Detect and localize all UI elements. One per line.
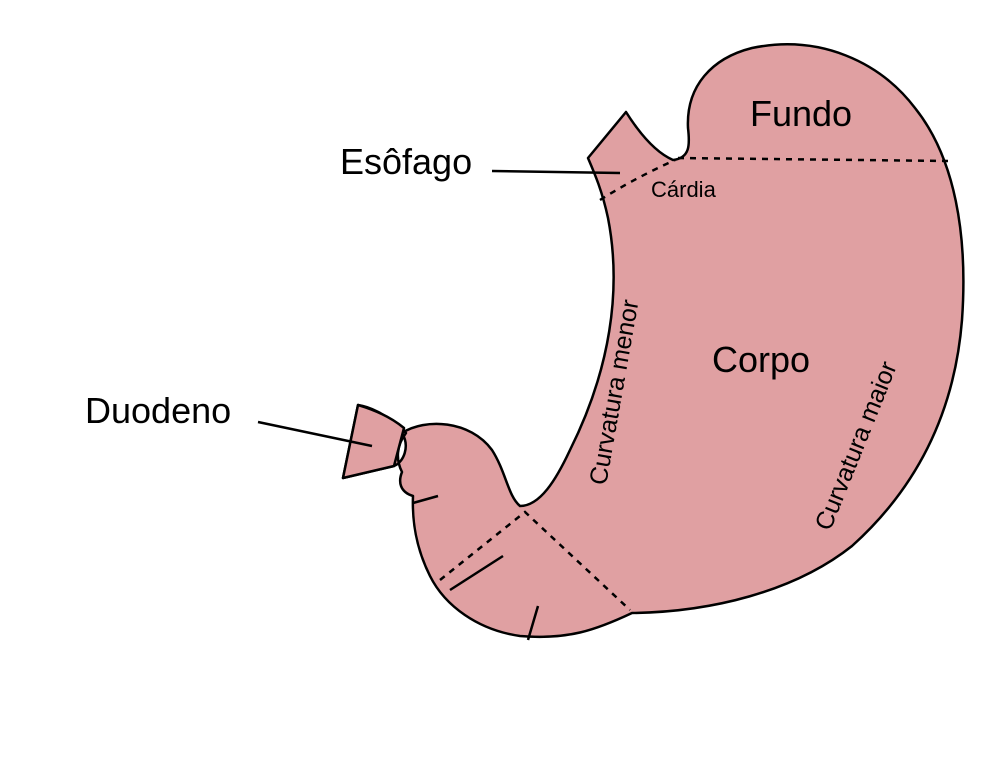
duodenum-leader-line xyxy=(257,420,373,448)
fundus-boundary-line xyxy=(677,156,951,163)
pyloric-fold-tick xyxy=(449,554,504,592)
pyloric-fold-tick xyxy=(412,494,439,505)
label-cardia: Cárdia xyxy=(651,177,717,202)
stomach-outline xyxy=(341,43,965,639)
label-esophagus: Esôfago xyxy=(340,141,472,182)
label-body: Corpo xyxy=(712,339,810,380)
duodenum-segment xyxy=(341,403,406,480)
label-fundus: Fundo xyxy=(750,93,852,134)
esophagus-leader-line xyxy=(491,169,621,175)
pylorus-boundary-line xyxy=(439,510,631,611)
pyloric-fold-tick xyxy=(526,605,540,641)
cardia-boundary-line xyxy=(599,158,676,202)
label-duodenum: Duodeno xyxy=(85,390,231,431)
